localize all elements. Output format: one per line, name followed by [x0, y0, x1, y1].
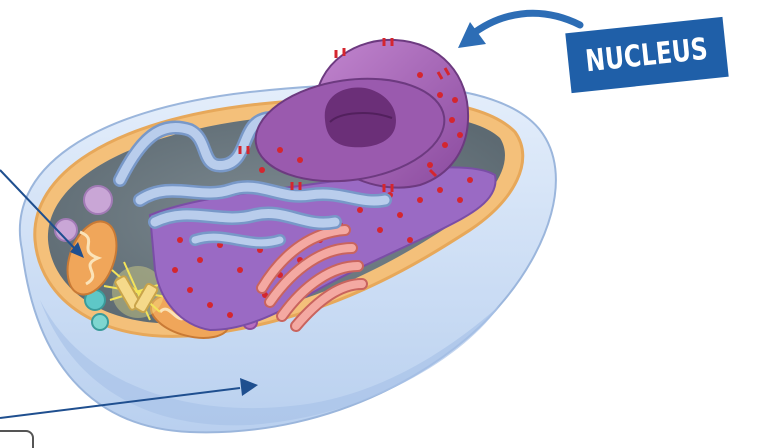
pointer-line-mitochondrion	[0, 169, 84, 258]
corner-label-box	[0, 430, 34, 448]
lysosome	[91, 313, 109, 331]
nucleus-arrow	[458, 9, 584, 48]
cell-membrane-shading	[40, 300, 500, 426]
pointer-line-membrane	[0, 378, 258, 419]
vesicle	[83, 185, 113, 215]
smooth-er	[113, 111, 392, 249]
vesicle	[54, 218, 78, 242]
nucleus-label-text: NUCLEUS	[584, 31, 710, 79]
nucleus	[238, 38, 470, 192]
golgi-apparatus	[256, 224, 368, 332]
centrosome	[103, 261, 173, 321]
